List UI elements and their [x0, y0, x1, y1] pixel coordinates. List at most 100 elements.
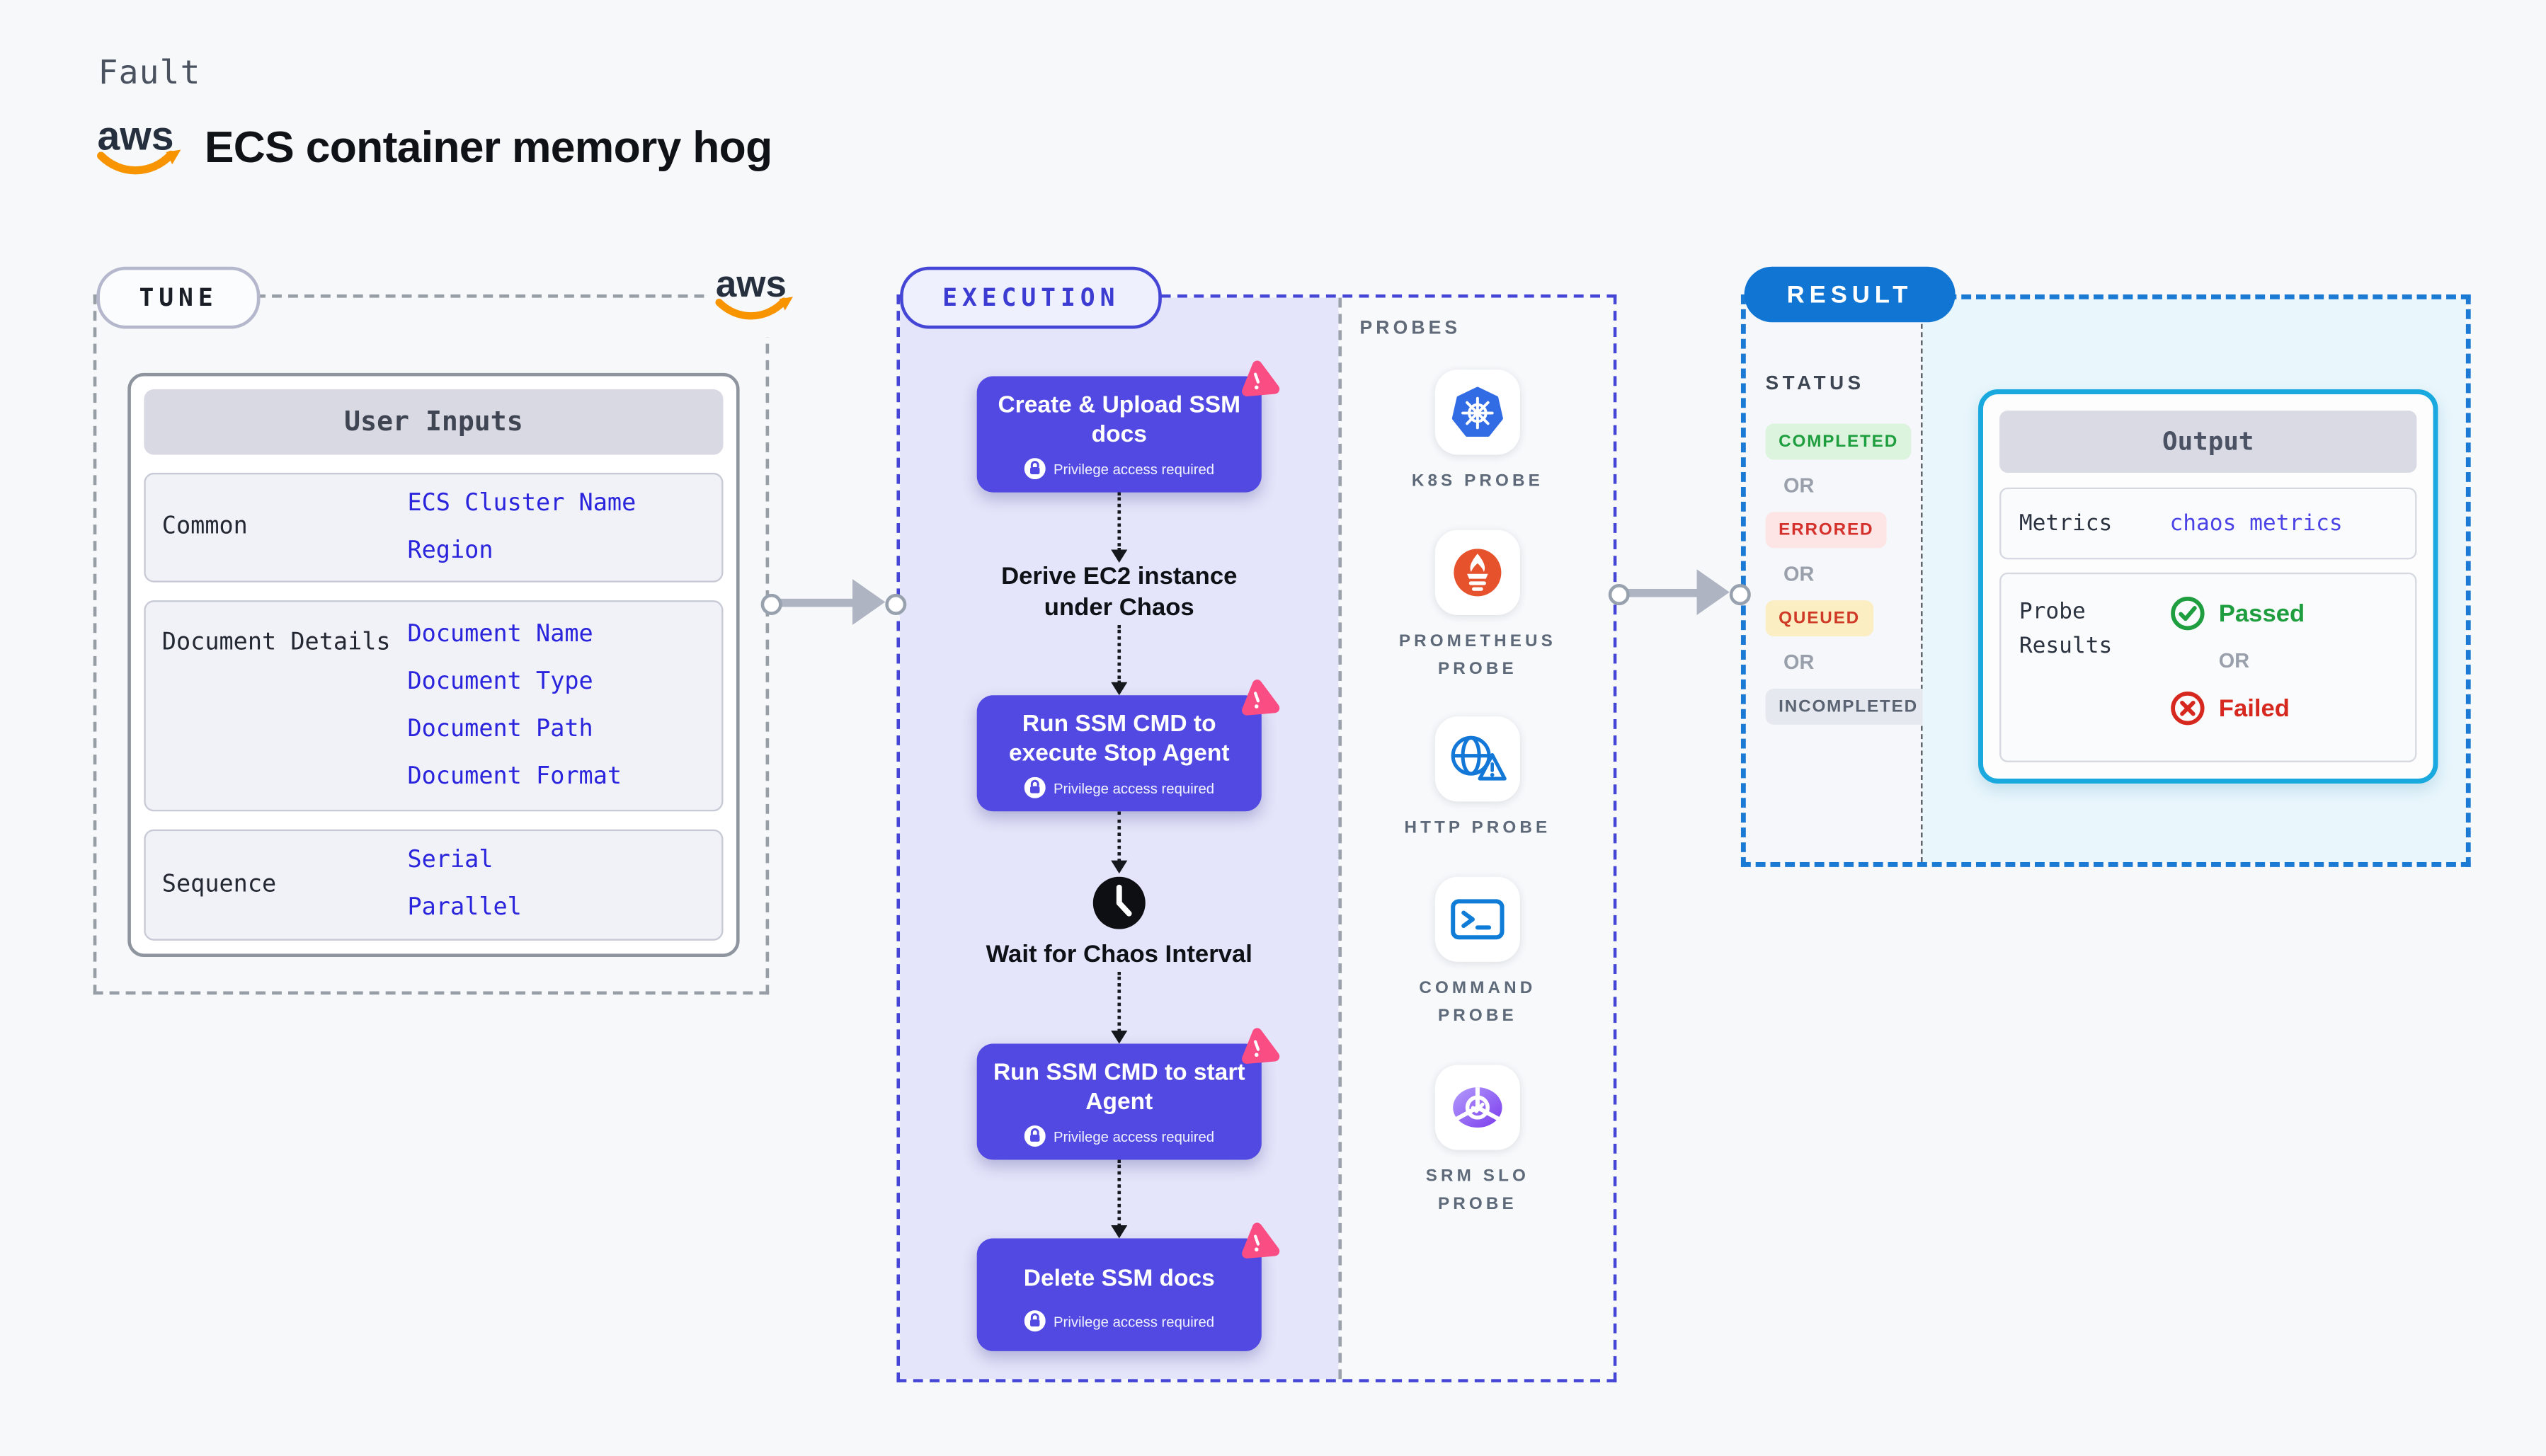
row-values: Serial Parallel — [407, 832, 721, 939]
input-value: Document Name — [407, 621, 593, 648]
prometheus-icon — [1454, 548, 1502, 596]
probe-label: PROMETHEUS PROBE — [1398, 631, 1556, 679]
privilege-note: Privilege access required — [990, 777, 1248, 799]
tune-dashed-box — [93, 294, 770, 995]
chaos-icon — [1242, 1223, 1280, 1259]
execution-pill: EXECUTION — [900, 266, 1163, 329]
connector-dot — [760, 593, 782, 615]
input-value: Region — [407, 537, 493, 564]
http-globe-warning-icon — [1451, 736, 1507, 781]
dotted-arrow — [1111, 624, 1128, 695]
or-label: OR — [1783, 650, 1815, 675]
tune-section: TUNE aws User Inputs Common ECS Cluster … — [93, 251, 804, 995]
passed-label: Passed — [2218, 599, 2305, 628]
step-label: Run SSM CMD to execute Stop Agent — [1008, 711, 1230, 767]
input-value: Document Format — [407, 763, 622, 790]
privilege-note: Privilege access required — [990, 1310, 1248, 1332]
status-badge-incompleted: INCOMPLETED — [1765, 688, 1931, 725]
aws-smile-arrow — [166, 149, 181, 165]
arrowhead-icon — [852, 579, 886, 625]
or-label: OR — [1783, 563, 1815, 586]
check-circle-icon — [2171, 596, 2205, 631]
lock-icon — [1024, 458, 1046, 481]
probe-label: COMMAND PROBE — [1419, 978, 1536, 1026]
probe-results-row: Probe Results Passed OR — [1999, 572, 2417, 762]
input-value: Document Path — [407, 716, 593, 743]
row-values: ECS Cluster Name Region — [407, 474, 721, 582]
passed-verdict: Passed — [2169, 595, 2305, 631]
lock-icon — [1024, 1310, 1046, 1332]
step-label: Wait for Chaos Interval — [986, 941, 1252, 969]
metrics-value: chaos metrics — [2169, 510, 2343, 537]
result-section: STATUS COMPLETED OR ERRORED OR QUEUED OR… — [1740, 266, 2471, 867]
arrow-execution-to-result — [1608, 566, 1751, 619]
step-label: Delete SSM docs — [1023, 1266, 1215, 1293]
page-header: aws ECS container memory hog — [95, 115, 772, 180]
step-create-upload-ssm-docs: Create & Upload SSM docs Privilege acces… — [976, 360, 1280, 493]
aws-logo-small: aws — [705, 251, 804, 338]
privilege-label: Privilege access required — [1053, 461, 1215, 478]
execution-dashed-box: Create & Upload SSM docs Privilege acces… — [896, 294, 1617, 1382]
chaos-icon — [1242, 360, 1280, 396]
or-label: OR — [2218, 649, 2250, 672]
status-column: STATUS COMPLETED OR ERRORED OR QUEUED OR… — [1745, 299, 1931, 862]
privilege-label: Privilege access required — [1053, 1128, 1215, 1145]
chaos-icon — [1242, 679, 1280, 716]
step-label: Run SSM CMD to start Agent — [993, 1060, 1245, 1116]
user-inputs-header: User Inputs — [144, 389, 724, 454]
probe-list: K8S PROBE PROMETHEUS PRO — [1342, 369, 1614, 1217]
clock-icon — [1092, 877, 1146, 930]
arrow-tune-to-execution — [760, 575, 907, 628]
result-pill: RESULT — [1744, 266, 1956, 323]
probes-column: PROBES — [1338, 297, 1614, 1380]
row-label: Common — [161, 513, 248, 540]
output-panel: Output Metrics chaos metrics Probe Resul… — [1978, 389, 2438, 784]
aws-smile-arrow — [779, 297, 793, 311]
connector-dot — [1729, 584, 1751, 606]
lock-icon — [1024, 1125, 1046, 1147]
dotted-arrow — [1111, 811, 1128, 874]
lock-icon — [1024, 777, 1046, 799]
input-value: ECS Cluster Name — [407, 490, 636, 517]
input-value: Document Type — [407, 668, 593, 695]
status-badge-queued: QUEUED — [1765, 600, 1873, 636]
status-header: STATUS — [1765, 371, 1865, 394]
privilege-label: Privilege access required — [1053, 1312, 1215, 1329]
execution-flow: Create & Upload SSM docs Privilege acces… — [900, 297, 1339, 1380]
execution-section: Create & Upload SSM docs Privilege acces… — [896, 266, 1617, 1382]
privilege-note: Privilege access required — [990, 1125, 1248, 1147]
probe-http: HTTP PROBE — [1383, 717, 1572, 842]
probes-header: PROBES — [1359, 319, 1461, 339]
step-wait-chaos-interval: Wait for Chaos Interval — [972, 874, 1267, 972]
input-value: Serial — [407, 847, 493, 874]
tune-pill: TUNE — [96, 266, 261, 329]
row-values: Document Name Document Type Document Pat… — [407, 602, 721, 810]
step-delete-ssm-docs: Delete SSM docs Privilege access require… — [976, 1223, 1280, 1352]
probe-results-label: Probe Results — [2019, 598, 2113, 660]
arrowhead-icon — [1696, 569, 1730, 615]
input-value: Parallel — [407, 895, 522, 922]
probe-command: COMMAND PROBE — [1383, 877, 1572, 1030]
probe-label: SRM SLO PROBE — [1425, 1166, 1529, 1213]
x-circle-icon — [2171, 691, 2205, 726]
aws-logo: aws — [97, 115, 181, 175]
input-row-sequence: Sequence Serial Parallel — [144, 830, 724, 941]
step-derive-ec2: Derive EC2 instance under Chaos — [1001, 563, 1238, 622]
probe-k8s: K8S PROBE — [1383, 369, 1572, 495]
page-title: ECS container memory hog — [204, 122, 772, 171]
input-row-document-details: Document Details Document Name Document … — [144, 600, 724, 813]
dotted-arrow — [1111, 1160, 1128, 1239]
user-inputs-card: User Inputs Common ECS Cluster Name Regi… — [127, 372, 740, 957]
step-run-ssm-stop-agent: Run SSM CMD to execute Stop Agent Privil… — [976, 679, 1280, 812]
terminal-icon — [1451, 899, 1505, 940]
step-run-ssm-start-agent: Run SSM CMD to start Agent Privilege acc… — [976, 1028, 1280, 1161]
aws-smile — [97, 150, 176, 175]
step-label: Create & Upload SSM docs — [998, 392, 1241, 448]
status-badge-errored: ERRORED — [1765, 512, 1887, 549]
dotted-arrow — [1111, 493, 1128, 563]
metrics-label: Metrics — [2019, 510, 2113, 537]
privilege-note: Privilege access required — [990, 458, 1248, 481]
aws-logo-text: aws — [98, 115, 174, 159]
probe-srm-slo: SRM SLO PROBE — [1383, 1064, 1572, 1217]
probe-label: HTTP PROBE — [1404, 818, 1551, 839]
